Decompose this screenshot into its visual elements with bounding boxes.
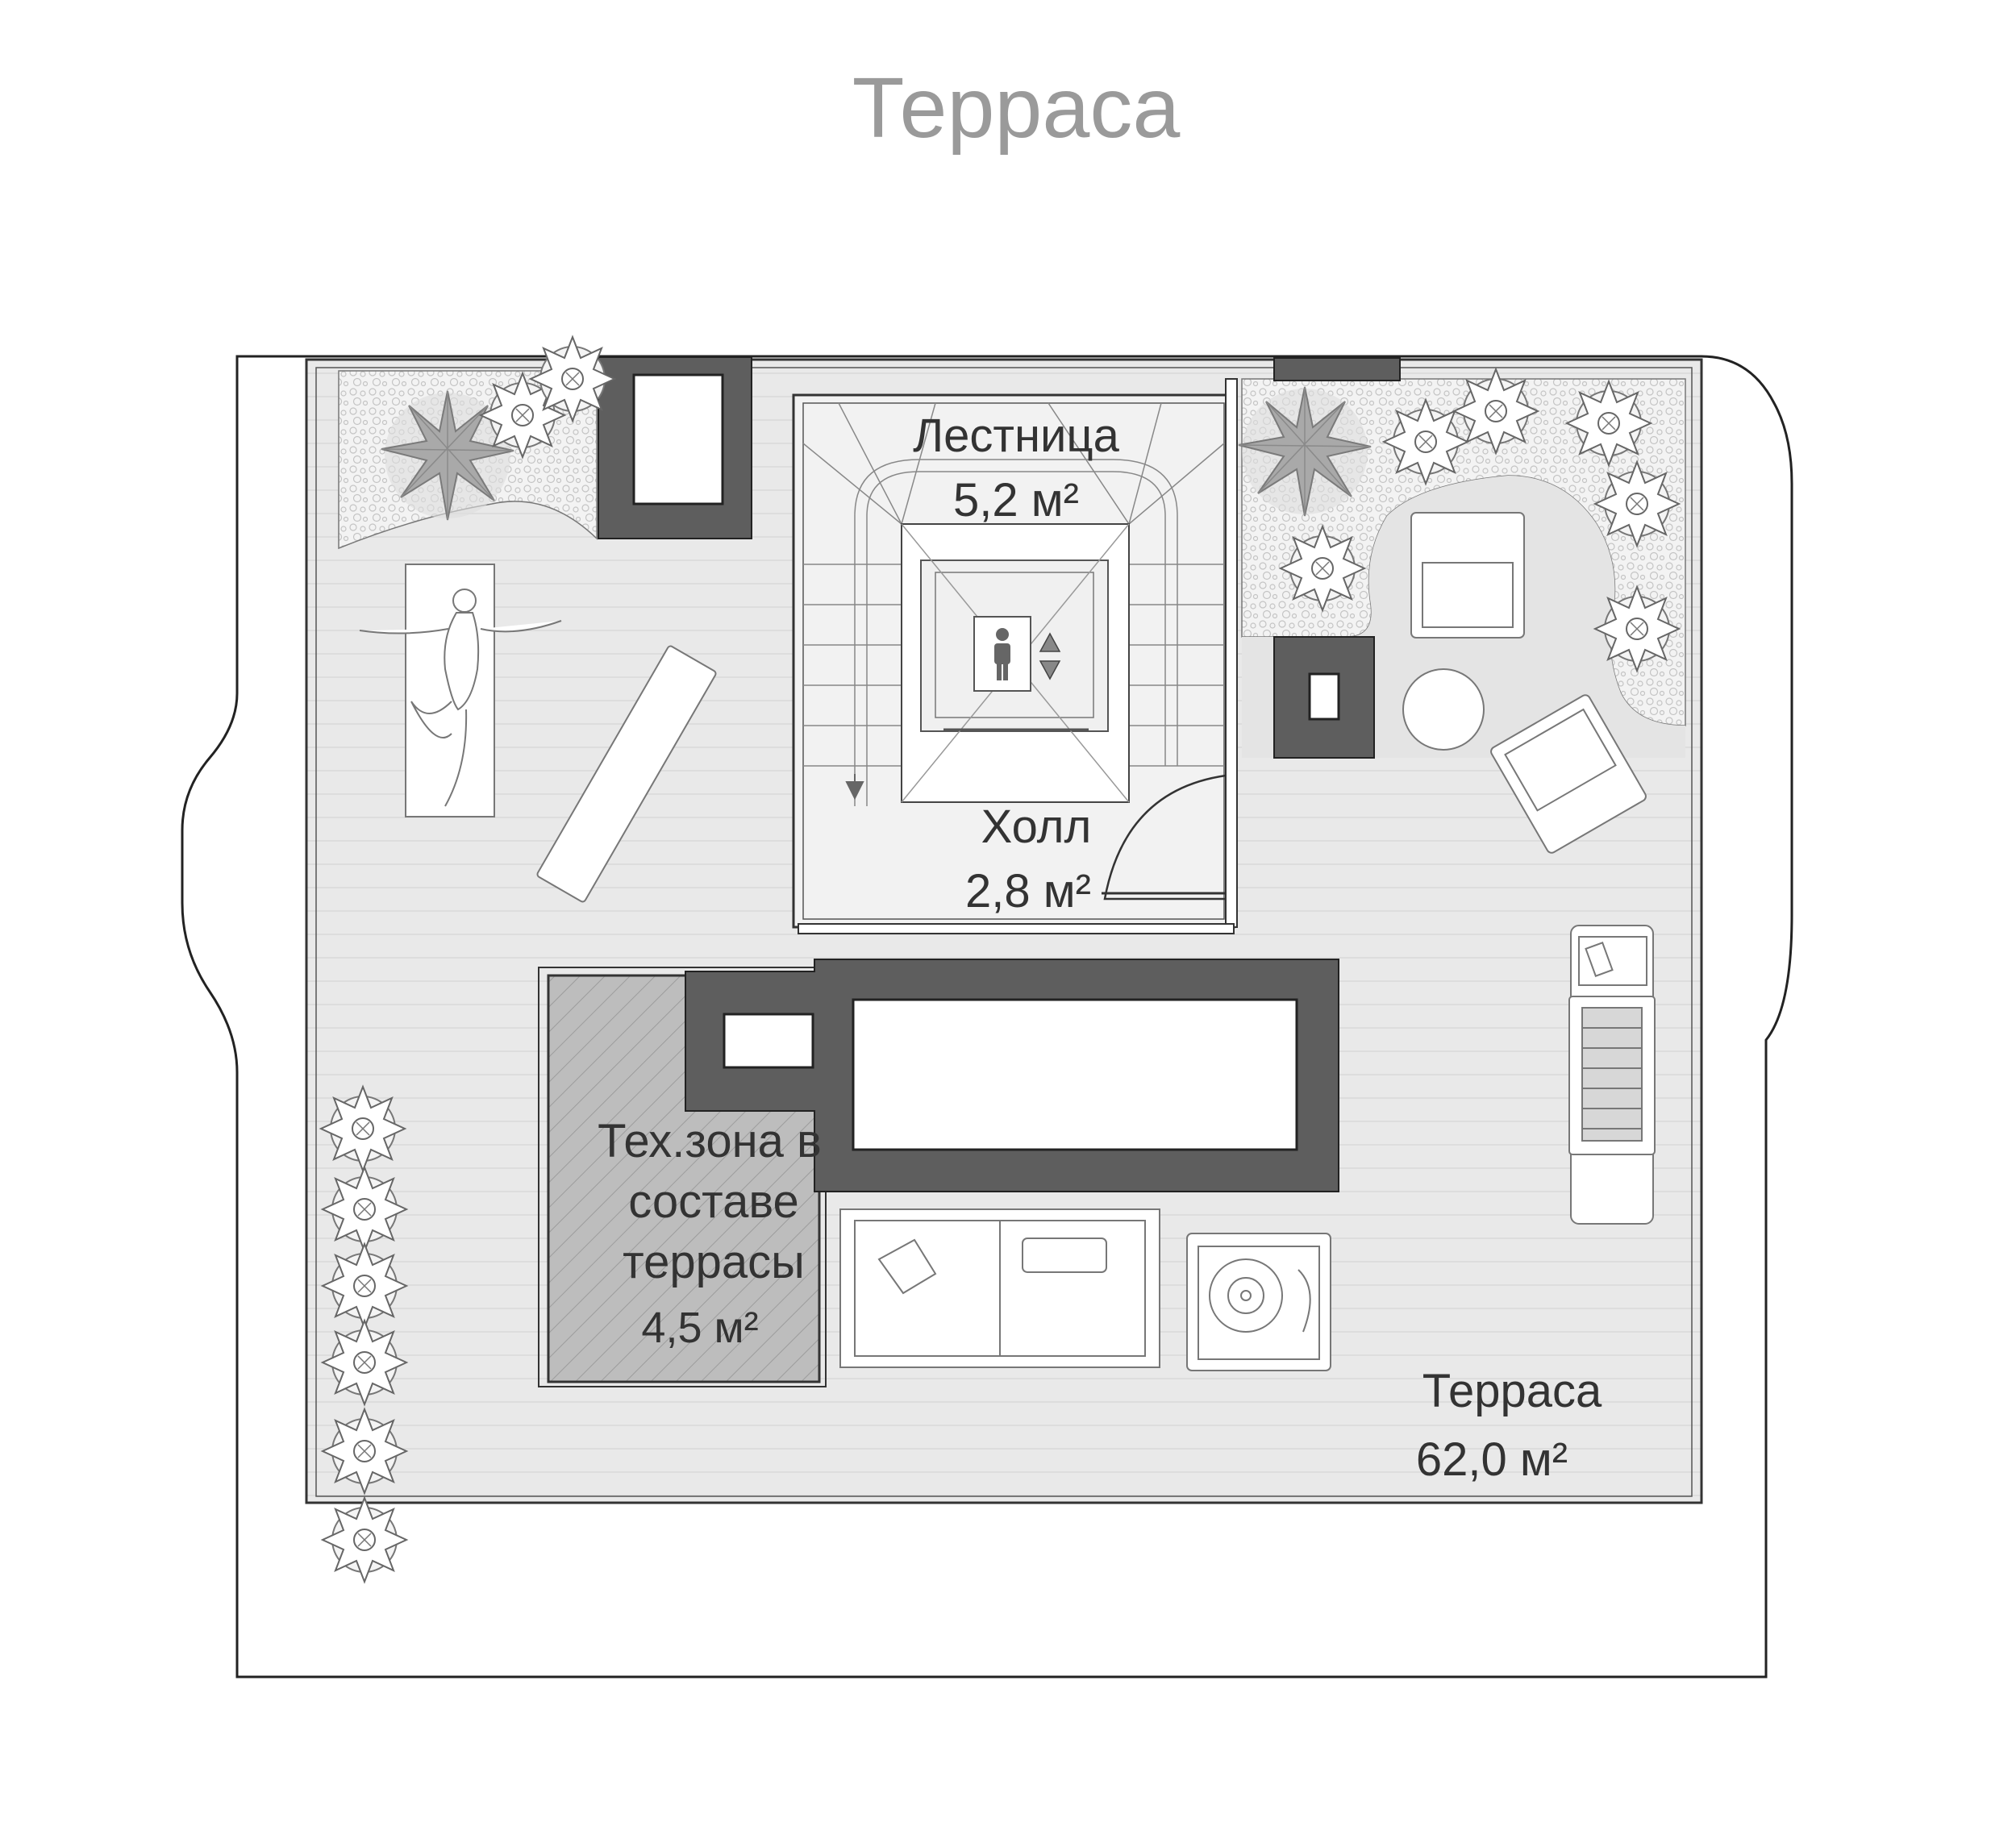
flower-icon: [1453, 368, 1539, 454]
sun-lounger: [536, 645, 717, 903]
tech-zone-area: 4,5 м²: [641, 1304, 758, 1352]
flower-icon: [530, 336, 615, 422]
flower-icon: [322, 1243, 407, 1329]
elevator-person-icon: [994, 628, 1010, 680]
flower-icon: [1280, 526, 1365, 611]
flower-icon: [322, 1167, 407, 1252]
hall-label: Холл: [981, 801, 1092, 853]
tech-zone-label-3: террасы: [623, 1236, 805, 1288]
stair-arrow-icon: [845, 774, 864, 801]
elevator-up-icon: [1039, 632, 1061, 652]
flower-icon: [322, 1320, 407, 1405]
flower-icon: [1594, 461, 1680, 547]
flower-icon: [1566, 381, 1652, 466]
flower-icon: [1594, 586, 1680, 672]
armchair-right: [1490, 694, 1647, 854]
tech-zone-label-2: составе: [628, 1175, 799, 1228]
flower-icon: [320, 1086, 406, 1171]
flower-icon: [322, 1408, 407, 1494]
grill: [1568, 925, 1656, 1225]
terrace-area: 62,0 м²: [1416, 1433, 1568, 1486]
flower-icon: [322, 1497, 407, 1583]
stair-treads: [802, 402, 1225, 806]
elevator-down-icon: [1039, 660, 1061, 680]
terrace-label: Терраса: [1422, 1365, 1602, 1417]
hall-door: [1103, 774, 1227, 901]
hall-area: 2,8 м²: [965, 865, 1091, 917]
stair-area: 5,2 м²: [953, 474, 1079, 526]
wall-top-right: [1273, 357, 1401, 381]
stair-label: Лестница: [913, 410, 1120, 462]
armchair-top: [1410, 512, 1525, 639]
yoga-mat: [359, 564, 562, 817]
tech-zone-label-1: Тех.зона в: [598, 1115, 822, 1167]
page-title: Терраса: [852, 60, 1181, 156]
turntable: [1186, 1233, 1331, 1371]
sofa: [839, 1208, 1160, 1368]
round-table: [1402, 668, 1485, 751]
